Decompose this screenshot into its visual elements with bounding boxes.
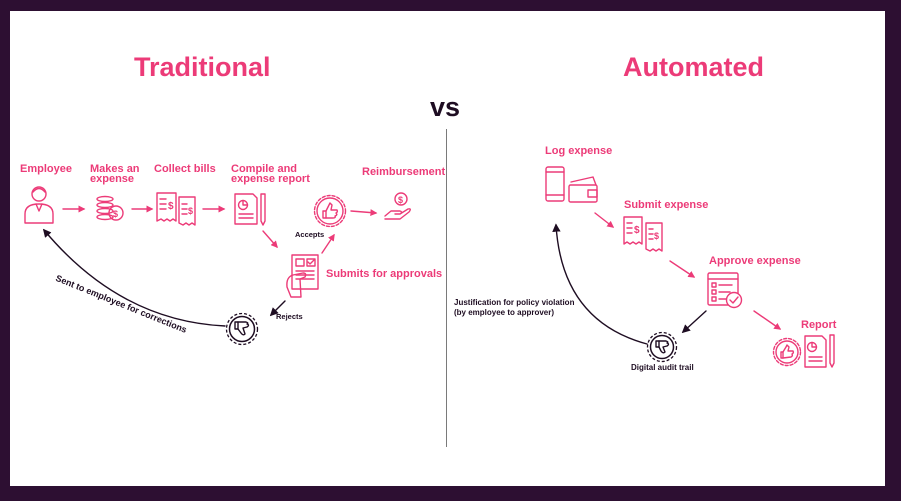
arrow-approve-to-audit: [681, 310, 707, 334]
makes-expense-label-line1: Makes an: [90, 163, 140, 175]
diagram-graphics: $ $ $ $: [24, 166, 835, 368]
report-label: Report: [801, 319, 837, 331]
arrow-approval-to-rejected: [269, 300, 286, 317]
arrow-approval-to-accepted: [321, 233, 335, 254]
receipts-icon: $ $: [623, 216, 663, 252]
svg-text:$: $: [168, 201, 174, 212]
justification-label-line2: (by employee to approver): [454, 308, 555, 317]
bills-icon: $ $: [156, 192, 196, 226]
arrow-audit-to-log: [552, 223, 648, 345]
report-icon: [234, 193, 266, 226]
arrow-approve-to-report: [753, 310, 782, 330]
vs-heading: vs: [430, 92, 461, 122]
infographic-canvas: Traditional vs Automated Employee Makes …: [10, 11, 885, 486]
audit-trail-label: Digital audit trail: [631, 363, 694, 372]
reimbursement-label: Reimbursement: [362, 166, 446, 178]
submits-for-approvals-label: Submits for approvals: [326, 268, 443, 280]
report-thumbs-up-icon: [772, 334, 835, 368]
collect-bills-label: Collect bills: [154, 163, 216, 175]
section-divider: [446, 129, 447, 447]
svg-text:$: $: [398, 195, 403, 205]
approval-form-icon: [286, 254, 319, 298]
svg-text:$: $: [634, 225, 640, 236]
compile-label-line1: Compile and: [231, 163, 298, 175]
svg-text:$: $: [188, 206, 193, 216]
accepts-label: Accepts: [295, 230, 325, 239]
reimbursement-hand-icon: $: [384, 192, 411, 220]
checklist-icon: [707, 272, 743, 309]
approve-expense-label: Approve expense: [709, 255, 801, 267]
phone-wallet-icon: [545, 166, 598, 203]
rejects-label: Rejects: [276, 312, 303, 321]
svg-text:$: $: [654, 231, 659, 241]
makes-expense-label-line2: expense: [90, 173, 135, 185]
thumbs-up-icon: [313, 194, 347, 228]
arrow-rejected-to-employee: [42, 228, 226, 327]
arrow-report-to-approval: [262, 230, 278, 249]
thumbs-down-icon: [225, 312, 259, 346]
thumbs-down-icon-automated: [646, 331, 678, 363]
arrow-accepted-to-reimbursement: [350, 209, 378, 217]
svg-text:$: $: [113, 209, 118, 219]
submit-expense-label: Submit expense: [624, 199, 709, 211]
coins-icon: $: [96, 195, 124, 221]
log-expense-label: Log expense: [545, 145, 613, 157]
automated-heading: Automated: [623, 52, 764, 82]
arrow-log-to-submit: [594, 212, 615, 228]
justification-label-line1: Justification for policy violation: [454, 298, 575, 307]
arrow-submit-to-approve: [669, 260, 696, 278]
employee-icon: [24, 186, 54, 224]
employee-label: Employee: [20, 163, 72, 175]
traditional-heading: Traditional: [134, 52, 271, 82]
compile-label-line2: expense report: [231, 173, 310, 185]
